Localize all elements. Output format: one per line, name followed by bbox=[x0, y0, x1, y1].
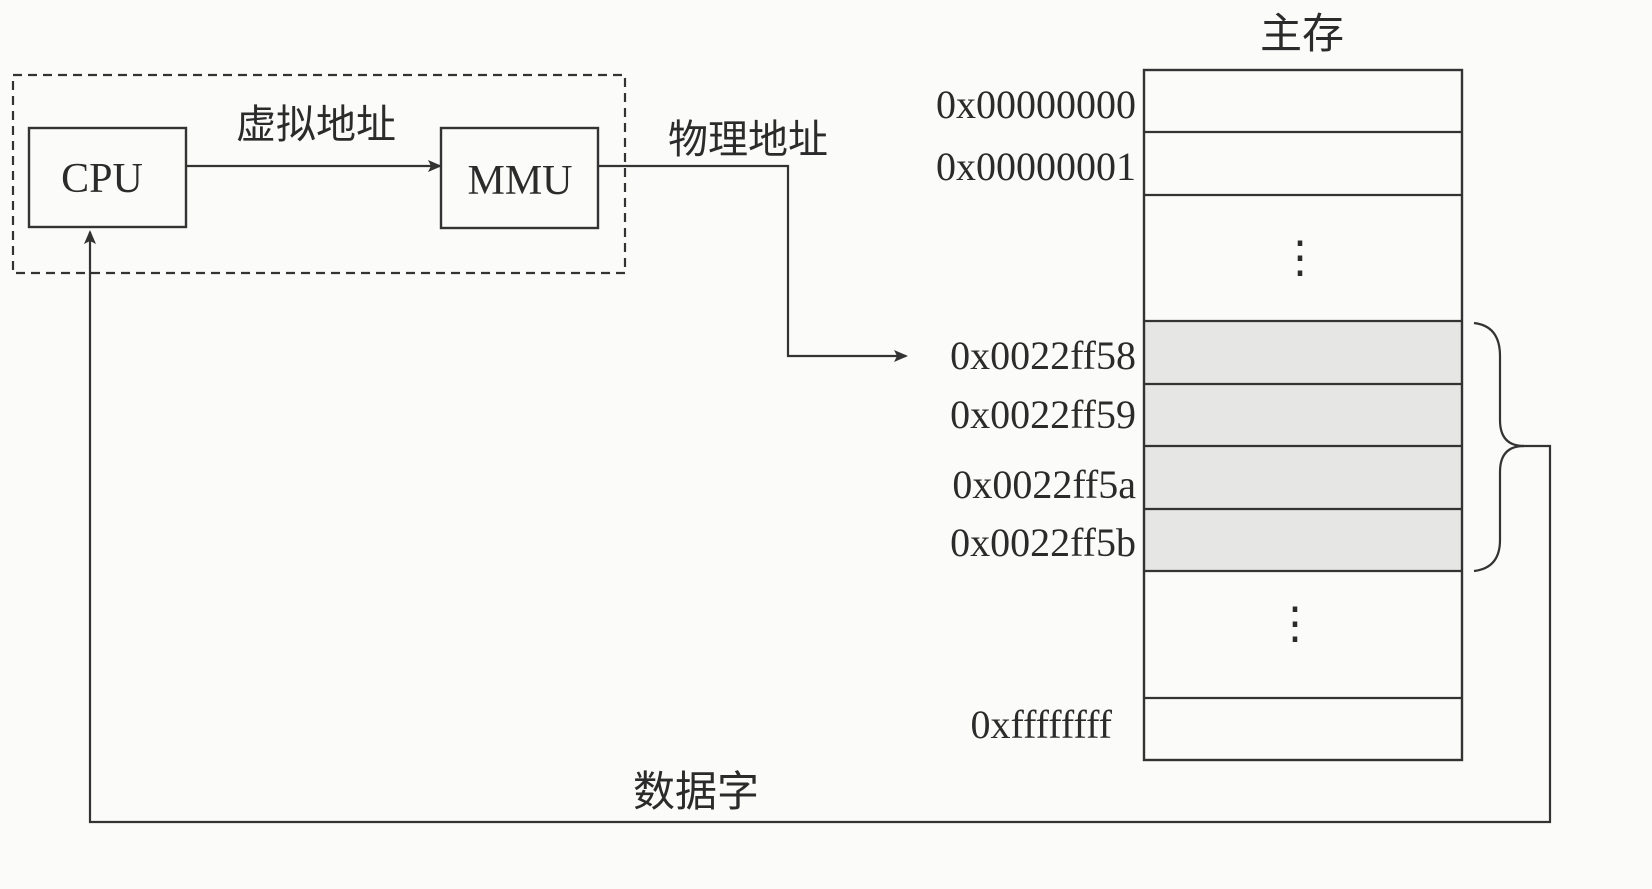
memory-ellipsis-upper: ⋮ bbox=[1278, 233, 1322, 282]
mmu-box: MMU bbox=[439, 126, 600, 230]
address-label: 0x00000000 bbox=[936, 82, 1136, 127]
physical-address-arrow bbox=[598, 164, 908, 362]
address-label: 0x0022ff59 bbox=[950, 392, 1136, 437]
address-label: 0x0022ff58 bbox=[950, 333, 1136, 378]
main-memory: ⋮ ⋮ bbox=[1142, 68, 1464, 762]
virtual-address-label: 虚拟地址 bbox=[236, 102, 396, 148]
data-word-arrow bbox=[84, 230, 1552, 824]
mmu-label: MMU bbox=[467, 158, 572, 204]
cpu-box: CPU bbox=[27, 126, 188, 229]
word-brace bbox=[1473, 321, 1525, 573]
cpu-label: CPU bbox=[61, 156, 143, 202]
address-label: 0xffffffff bbox=[970, 702, 1112, 747]
address-label: 0x0022ff5b bbox=[950, 520, 1136, 565]
main-memory-title: 主存 bbox=[1260, 9, 1344, 58]
data-word-label: 数据字 bbox=[633, 767, 759, 816]
memory-outline bbox=[1142, 68, 1464, 762]
address-labels: 0x00000000 0x00000001 0x0022ff58 0x0022f… bbox=[936, 82, 1136, 747]
memory-ellipsis-lower: ⋮ bbox=[1273, 599, 1317, 648]
address-label: 0x00000001 bbox=[936, 144, 1136, 189]
physical-address-label: 物理地址 bbox=[668, 117, 828, 163]
processor-boundary bbox=[11, 73, 627, 275]
address-label: 0x0022ff5a bbox=[952, 462, 1136, 507]
